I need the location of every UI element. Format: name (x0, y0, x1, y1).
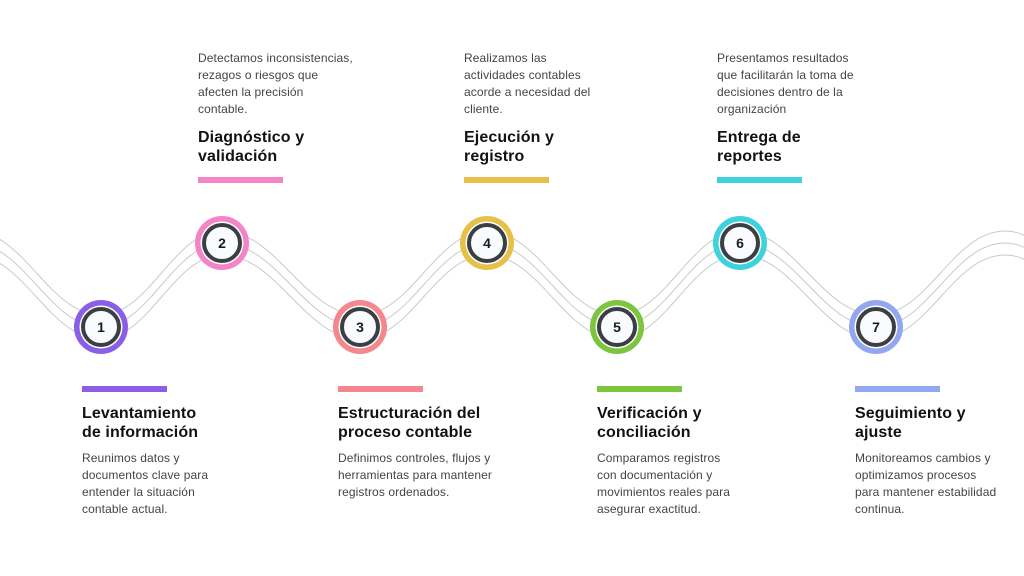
wave-strand-middle (0, 242, 1024, 328)
step-description: Realizamos las actividades contables aco… (464, 51, 591, 116)
step-number: 2 (218, 235, 226, 251)
step-description: Detectamos inconsistencias, rezagos o ri… (198, 51, 353, 116)
wave-strand-top (0, 230, 1024, 316)
step-marker-core: 3 (340, 307, 380, 347)
step-number: 7 (872, 319, 880, 335)
accent-underline (198, 177, 283, 183)
step-title: Estructuración del proceso contable (338, 405, 481, 441)
step-description: Definimos controles, flujos y herramient… (338, 451, 493, 499)
step-description: Presentamos resultados que facilitarán l… (717, 51, 854, 116)
step-marker-3: 3 (333, 300, 387, 354)
step-description: Monitoreamos cambios y optimizamos proce… (855, 451, 997, 516)
step-title: Seguimiento y ajuste (855, 405, 966, 441)
accent-underline (717, 177, 802, 183)
step-title: Entrega de reportes (717, 129, 801, 165)
step-number: 6 (736, 235, 744, 251)
step-marker-5: 5 (590, 300, 644, 354)
step-title: Ejecución y registro (464, 129, 555, 165)
accent-underline (855, 386, 940, 392)
step-marker-core: 4 (467, 223, 507, 263)
step-number: 3 (356, 319, 364, 335)
step-marker-7: 7 (849, 300, 903, 354)
step-marker-6: 6 (713, 216, 767, 270)
step-marker-4: 4 (460, 216, 514, 270)
step-card-5: Verificación y conciliación Comparamos r… (597, 386, 767, 518)
step-number: 5 (613, 319, 621, 335)
step-title: Verificación y conciliación (597, 405, 702, 441)
wave-strand-bottom (0, 254, 1024, 340)
step-title: Levantamiento de información (82, 405, 199, 441)
step-card-2: Detectamos inconsistencias, rezagos o ri… (198, 50, 368, 183)
step-card-1: Levantamiento de información Reunimos da… (82, 386, 252, 518)
step-number: 1 (97, 319, 105, 335)
step-card-6: Presentamos resultados que facilitarán l… (717, 50, 887, 183)
accent-underline (464, 177, 549, 183)
step-description: Reunimos datos y documentos clave para e… (82, 451, 209, 516)
step-number: 4 (483, 235, 491, 251)
step-marker-1: 1 (74, 300, 128, 354)
step-marker-core: 6 (720, 223, 760, 263)
step-title: Diagnóstico y validación (198, 129, 305, 165)
step-marker-2: 2 (195, 216, 249, 270)
accent-underline (338, 386, 423, 392)
accent-underline (597, 386, 682, 392)
step-card-7: Seguimiento y ajuste Monitoreamos cambio… (855, 386, 1024, 518)
step-marker-core: 7 (856, 307, 896, 347)
step-marker-core: 2 (202, 223, 242, 263)
step-description: Comparamos registros con documentación y… (597, 451, 731, 516)
step-marker-core: 1 (81, 307, 121, 347)
accent-underline (82, 386, 167, 392)
wave-strands (0, 230, 1024, 340)
step-card-4: Realizamos las actividades contables aco… (464, 50, 634, 183)
step-marker-core: 5 (597, 307, 637, 347)
step-card-3: Estructuración del proceso contable Defi… (338, 386, 508, 501)
